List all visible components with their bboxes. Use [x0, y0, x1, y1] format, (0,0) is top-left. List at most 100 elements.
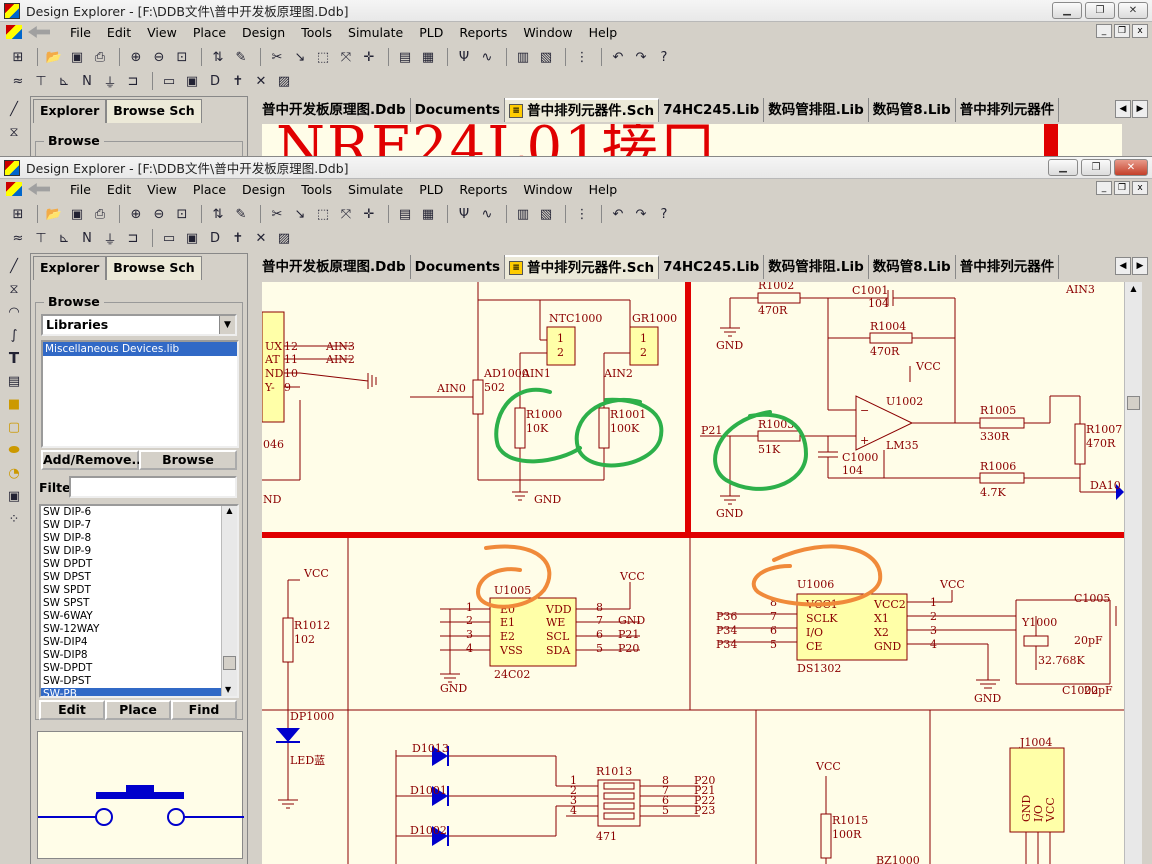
port-icon[interactable]: ⊐ — [127, 73, 139, 89]
canvas-vertical-scrollbar[interactable]: ▲ — [1124, 282, 1142, 864]
junction-icon[interactable]: ✝ — [232, 73, 244, 89]
menu-design[interactable]: Design — [242, 24, 286, 40]
tab-scroll-right-button[interactable]: ▶ — [1132, 257, 1148, 275]
maximize-button[interactable]: ❐ — [1081, 159, 1111, 176]
arc-icon[interactable]: ◠ — [8, 304, 20, 320]
menu-edit[interactable]: Edit — [106, 181, 132, 197]
doc-tab-documents[interactable]: Documents — [411, 98, 506, 122]
library-item[interactable]: Miscellaneous Devices.lib — [43, 342, 237, 356]
tab-browse-sch[interactable]: Browse Sch — [106, 256, 202, 280]
mdi-restore-button[interactable]: ❐ — [1114, 24, 1130, 38]
mdi-minimize-button[interactable]: _ — [1096, 24, 1112, 38]
minimize-button[interactable]: ▁ — [1048, 159, 1078, 176]
help-icon[interactable]: ? — [660, 206, 668, 222]
minimize-button[interactable]: ▁ — [1052, 2, 1082, 19]
print-icon[interactable]: ⎙ — [94, 49, 106, 65]
menu-place[interactable]: Place — [192, 181, 227, 197]
add-lib-icon[interactable]: ▦ — [421, 49, 435, 65]
place-button[interactable]: Place — [105, 700, 171, 720]
device-icon[interactable]: D — [209, 230, 220, 246]
net-label-icon[interactable]: N — [82, 230, 92, 246]
chevron-down-icon[interactable]: ▼ — [219, 316, 235, 334]
menu-file[interactable]: File — [70, 24, 91, 40]
component-list-item[interactable]: SW-DIP8 — [43, 649, 88, 661]
hierarchy-icon[interactable]: ⇅ — [212, 206, 224, 222]
menu-window[interactable]: Window — [523, 181, 573, 197]
mdi-restore-button[interactable]: ❐ — [1114, 181, 1130, 195]
help-icon[interactable]: ? — [660, 49, 668, 65]
bus-icon[interactable]: ⊤ — [35, 230, 47, 246]
undo-icon[interactable]: ↶ — [612, 206, 624, 222]
menu-reports[interactable]: Reports — [459, 181, 508, 197]
doc-tab-ddb[interactable]: 普中开发板原理图.Ddb — [258, 98, 411, 122]
polygon-icon[interactable]: ⧖ — [9, 124, 19, 140]
menu-edit[interactable]: Edit — [106, 24, 132, 40]
library-list[interactable]: Miscellaneous Devices.lib — [41, 340, 239, 448]
scroll-thumb[interactable] — [1127, 396, 1140, 410]
doc-tab-sch[interactable]: ≡普中排列元器件.Sch — [505, 255, 660, 279]
no-erc-icon[interactable]: ✕ — [255, 73, 267, 89]
component-list-item[interactable]: SW DPDT — [43, 558, 93, 570]
wire-icon[interactable]: ≈ — [12, 73, 24, 89]
book-icon[interactable]: ▥ — [516, 206, 530, 222]
menu-reports[interactable]: Reports — [459, 24, 508, 40]
back-arrow-icon[interactable] — [28, 183, 50, 195]
paste-icon[interactable]: ↘ — [294, 49, 306, 65]
deselect-icon[interactable]: ⤧ — [340, 49, 352, 65]
component-list-item[interactable]: SW DIP-7 — [43, 519, 92, 531]
ground-icon[interactable]: ⏚ — [103, 232, 117, 248]
cut-icon[interactable]: ✂ — [271, 49, 283, 65]
doc-tab-sch2[interactable]: 普中排列元器件 — [956, 98, 1060, 122]
book2-icon[interactable]: ▧ — [539, 49, 553, 65]
menu-window[interactable]: Window — [523, 24, 573, 40]
menu-pld[interactable]: PLD — [419, 24, 444, 40]
doc-tab-74hc245[interactable]: 74HC245.Lib — [659, 255, 765, 279]
doc-tab-sch2[interactable]: 普中排列元器件 — [956, 255, 1060, 279]
redo-icon[interactable]: ↷ — [635, 206, 647, 222]
doc-tab-led-array[interactable]: 数码管排阻.Lib — [764, 255, 869, 279]
zoom-fit-icon[interactable]: ⊡ — [176, 206, 188, 222]
menu-view[interactable]: View — [147, 181, 177, 197]
sheet-symbol-icon[interactable]: ▭ — [162, 230, 176, 246]
select-icon[interactable]: ⬚ — [316, 206, 330, 222]
menu-pld[interactable]: PLD — [419, 181, 444, 197]
ground-icon[interactable]: ⏚ — [103, 75, 117, 91]
move-icon[interactable]: ✛ — [363, 49, 375, 65]
tab-explorer[interactable]: Explorer — [33, 99, 107, 123]
tab-explorer[interactable]: Explorer — [33, 256, 107, 280]
line-icon[interactable]: ╱ — [10, 101, 18, 117]
component-list-item[interactable]: SW SPST — [43, 597, 90, 609]
sheet-entry-icon[interactable]: ▣ — [185, 73, 199, 89]
text-icon[interactable]: T — [8, 349, 20, 367]
bus-icon[interactable]: ⊤ — [35, 73, 47, 89]
grid-icon[interactable]: ⋮ — [575, 49, 589, 65]
component-list-item[interactable]: SW-DPDT — [43, 662, 93, 674]
array-icon[interactable]: ⁘ — [8, 511, 20, 527]
component-list-item[interactable]: SW-DIP4 — [43, 636, 88, 648]
menu-help[interactable]: Help — [588, 24, 618, 40]
sheet-symbol-icon[interactable]: ▭ — [162, 73, 176, 89]
probe-icon[interactable]: Ψ — [458, 206, 470, 222]
bezier-icon[interactable]: ∫ — [10, 327, 18, 343]
hierarchy-icon[interactable]: ⇅ — [212, 49, 224, 65]
rectangle-icon[interactable]: ■ — [7, 396, 21, 412]
book-icon[interactable]: ▥ — [516, 49, 530, 65]
mdi-minimize-button[interactable]: _ — [1096, 181, 1112, 195]
deselect-icon[interactable]: ⤧ — [340, 206, 352, 222]
move-icon[interactable]: ✛ — [363, 206, 375, 222]
print-icon[interactable]: ⎙ — [94, 206, 106, 222]
browse-lib-icon[interactable]: ▤ — [398, 206, 412, 222]
zoom-out-icon[interactable]: ⊖ — [153, 206, 165, 222]
schematic-canvas[interactable]: UX AT ND Y- 12 11 10 9 AIN3 AIN2 046 ND … — [262, 282, 1124, 864]
grid-icon[interactable]: ⋮ — [575, 206, 589, 222]
device-icon[interactable]: D — [209, 73, 220, 89]
doc-tab-74hc245[interactable]: 74HC245.Lib — [659, 98, 765, 122]
ellipse-icon[interactable]: ⬬ — [8, 442, 20, 458]
browse-button[interactable]: Browse — [139, 450, 237, 470]
wave-icon[interactable]: ∿ — [481, 206, 493, 222]
component-list-item[interactable]: SW-DPST — [43, 675, 91, 687]
redo-icon[interactable]: ↷ — [635, 49, 647, 65]
component-list-item[interactable]: SW SPDT — [43, 584, 91, 596]
menu-place[interactable]: Place — [192, 24, 227, 40]
doc-tab-led8[interactable]: 数码管8.Lib — [869, 98, 956, 122]
